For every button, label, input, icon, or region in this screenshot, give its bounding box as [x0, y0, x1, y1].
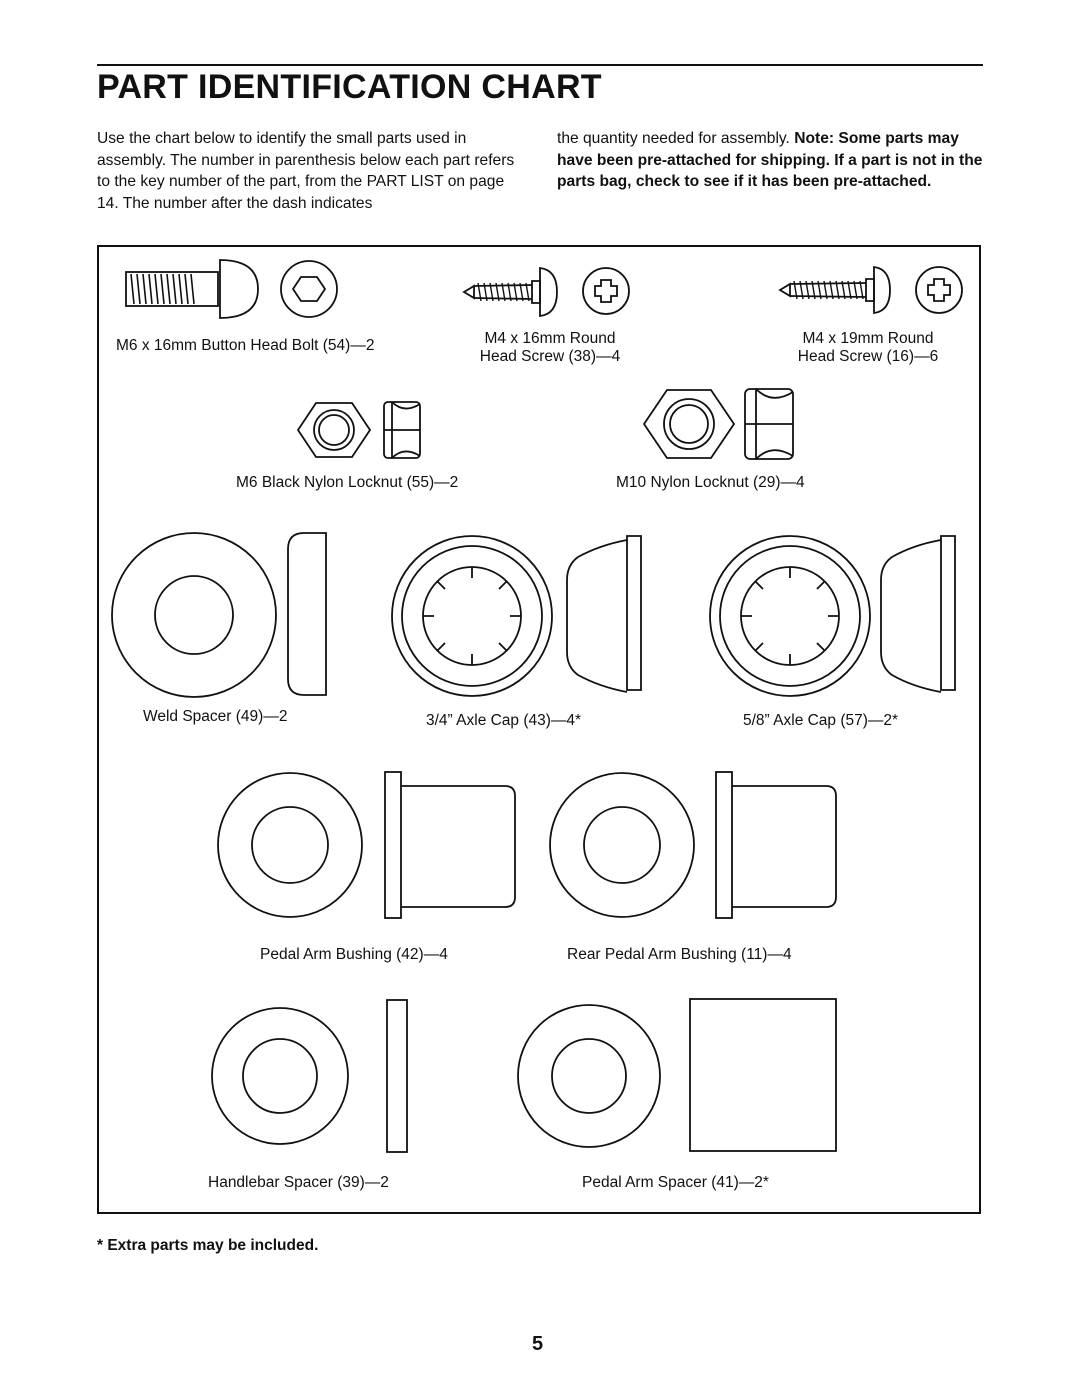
round-head-screw-19mm-label: M4 x 19mm Round Head Screw (16)—6 — [780, 330, 956, 366]
axle-cap-58-label: 5/8” Axle Cap (57)—2* — [743, 712, 899, 729]
pedal-arm-bushing-side-view — [384, 771, 516, 919]
button-head-bolt-label: M6 x 16mm Button Head Bolt (54)—2 — [116, 337, 375, 354]
handlebar-spacer-front-view — [211, 1007, 349, 1145]
handlebar-spacer-label: Handlebar Spacer (39)—2 — [208, 1174, 389, 1191]
m10-locknut-label: M10 Nylon Locknut (29)—4 — [616, 474, 805, 491]
rear-pedal-arm-bushing-front-view — [549, 772, 695, 918]
pre-attached-note: Note: Some parts may have been pre-attac… — [557, 130, 983, 190]
rear-pedal-arm-bushing-label: Rear Pedal Arm Bushing (11)—4 — [567, 946, 792, 963]
axle-cap-34-front-view — [391, 535, 553, 697]
axle-cap-34-label: 3/4” Axle Cap (43)—4* — [426, 712, 582, 729]
rear-pedal-arm-bushing-side-view — [715, 771, 837, 919]
m6-locknut-side-view — [383, 401, 421, 459]
pedal-arm-bushing-front-view — [217, 772, 363, 918]
weld-spacer-label: Weld Spacer (49)—2 — [143, 708, 288, 725]
round-head-screw-16mm-label: M4 x 16mm Round Head Screw (38)—4 — [462, 330, 638, 366]
round-head-screw-19mm-label-line1: M4 x 19mm Round — [802, 330, 934, 347]
pedal-arm-spacer-side-view — [689, 998, 837, 1152]
handlebar-spacer-side-view — [386, 999, 408, 1153]
axle-cap-58-side-view — [880, 535, 956, 693]
intro-right-column: the quantity needed for assembly. Note: … — [557, 128, 983, 193]
m10-locknut-side-view — [744, 388, 794, 460]
weld-spacer-side-view — [287, 532, 327, 696]
button-head-bolt-drawing — [125, 259, 259, 319]
round-head-screw-16mm-drawing — [462, 266, 558, 318]
button-head-bolt-top-view — [280, 260, 338, 318]
pedal-arm-bushing-label: Pedal Arm Bushing (42)—4 — [260, 946, 448, 963]
m10-locknut-front-view — [642, 389, 736, 459]
m6-locknut-front-view — [296, 402, 372, 458]
weld-spacer-front-view — [111, 532, 277, 698]
intro-left-column: Use the chart below to identify the smal… — [97, 130, 515, 212]
pedal-arm-spacer-label: Pedal Arm Spacer (41)—2* — [582, 1174, 769, 1191]
round-head-screw-19mm-top-view — [915, 266, 963, 314]
intro-right-text: the quantity needed for assembly. — [557, 130, 795, 147]
round-head-screw-19mm-drawing — [778, 265, 891, 315]
round-head-screw-16mm-label-line1: M4 x 16mm Round — [484, 330, 616, 347]
round-head-screw-16mm-label-line2: Head Screw (38)—4 — [479, 348, 621, 365]
m6-locknut-label: M6 Black Nylon Locknut (55)—2 — [236, 474, 459, 491]
extra-parts-footnote: * Extra parts may be included. — [97, 1237, 319, 1254]
axle-cap-58-front-view — [709, 535, 871, 697]
page-title: PART IDENTIFICATION CHART — [97, 68, 602, 106]
round-head-screw-16mm-top-view — [582, 267, 630, 315]
axle-cap-34-side-view — [566, 535, 642, 693]
round-head-screw-19mm-label-line2: Head Screw (16)—6 — [797, 348, 939, 365]
page-number: 5 — [532, 1333, 544, 1355]
pedal-arm-spacer-front-view — [517, 1004, 661, 1148]
parts-chart-box — [97, 245, 981, 1214]
title-rule — [97, 64, 983, 66]
